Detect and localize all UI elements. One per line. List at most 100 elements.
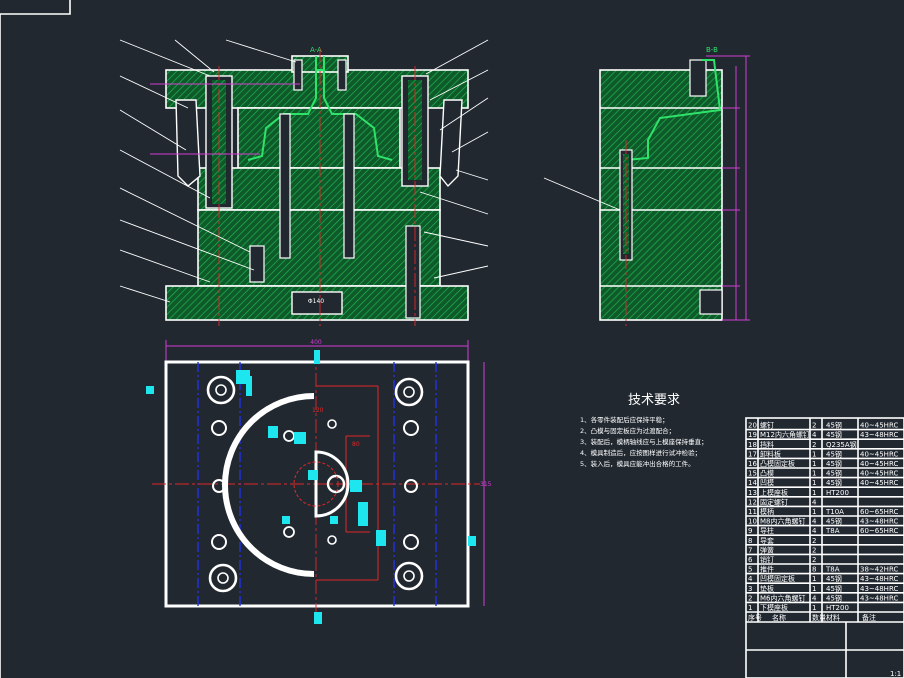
parts-cell-qty: 1	[812, 489, 816, 497]
parts-cell-qty: 1	[812, 575, 816, 583]
parts-cell-name: 凹模	[760, 478, 774, 487]
parts-cell-mat: T10A	[825, 508, 844, 516]
parts-cell-qty: 2	[812, 422, 816, 430]
parts-cell-note: 43~48HRC	[860, 585, 898, 593]
parts-cell-no: 16	[748, 460, 757, 468]
parts-cell-no: 12	[748, 498, 757, 506]
parts-cell-qty: 1	[812, 450, 816, 458]
drawing-scale: 1:1	[890, 670, 901, 678]
parts-cell-qty: 4	[812, 431, 817, 439]
parts-cell-no: 1	[748, 604, 752, 612]
section-main-label: A-A	[310, 46, 322, 54]
parts-cell-qty: 1	[812, 470, 816, 478]
parts-cell-qty: 1	[812, 479, 816, 487]
parts-cell-note: 60~65HRC	[860, 527, 898, 535]
parts-cell-mat: 45钢	[826, 593, 842, 602]
parts-cell-name: 凸模固定板	[760, 459, 795, 468]
parts-cell-qty: 4	[812, 594, 817, 602]
section-view-b-b: B-B	[543, 46, 750, 326]
parts-cell-qty: 2	[812, 441, 816, 449]
parts-cell-qty: 4	[812, 498, 817, 506]
header-mat: 材料	[826, 613, 840, 622]
section-view-a-a: A-A Φ140	[119, 39, 489, 326]
plan-mid-dim: 120	[312, 407, 324, 414]
parts-cell-mat: 45钢	[826, 430, 842, 439]
parts-cell-name: 凹模固定板	[760, 574, 795, 583]
parts-cell-name: 下模座板	[760, 603, 788, 612]
parts-cell-note: 43~48HRC	[860, 594, 898, 602]
header-qty: 数量	[812, 613, 826, 622]
parts-cell-mat: 45钢	[826, 459, 842, 468]
parts-cell-name: 卸料板	[760, 449, 781, 458]
plan-depth-dim: 315	[480, 481, 492, 488]
parts-cell-no: 6	[748, 556, 753, 564]
parts-cell-mat: HT200	[826, 489, 849, 497]
parts-cell-no: 8	[748, 537, 752, 545]
parts-cell-note: 43~48HRC	[860, 431, 898, 439]
parts-cell-no: 5	[748, 566, 752, 574]
tech-req-item: 2、凸模与固定板应为过渡配合；	[580, 426, 675, 435]
parts-cell-name: M8内六角螺钉	[760, 517, 806, 526]
technical-requirements: 技术要求 1、各零件装配后应保持平稳； 2、凸模与固定板应为过渡配合； 3、装配…	[580, 393, 708, 468]
header-note: 备注	[862, 613, 876, 622]
tech-req-title: 技术要求	[628, 393, 680, 408]
parts-cell-mat: 45钢	[826, 469, 842, 478]
parts-cell-note: 40~45HRC	[860, 470, 898, 478]
parts-cell-mat: Q235A钢	[826, 440, 857, 449]
parts-cell-mat: 45钢	[826, 449, 842, 458]
parts-cell-note: 43~48HRC	[860, 575, 898, 583]
parts-cell-note: 40~45HRC	[860, 460, 898, 468]
parts-cell-name: 模柄	[760, 507, 774, 516]
parts-cell-qty: 4	[812, 518, 817, 526]
tech-req-item: 5、装入后，模具应能冲出合格的工件。	[580, 459, 695, 468]
parts-cell-mat: HT200	[826, 604, 849, 612]
parts-cell-no: 11	[748, 508, 757, 516]
parts-cell-name: 弹簧	[760, 545, 774, 554]
parts-cell-no: 19	[748, 431, 757, 439]
parts-cell-name: 导柱	[760, 526, 774, 535]
parts-cell-mat: 45钢	[826, 574, 842, 583]
section-side-label: B-B	[706, 46, 718, 54]
parts-cell-no: 9	[748, 527, 752, 535]
parts-cell-note: 40~45HRC	[860, 479, 898, 487]
cyan-markers	[146, 350, 476, 624]
parts-cell-qty: 4	[812, 527, 817, 535]
parts-cell-no: 17	[748, 450, 757, 458]
parts-cell-mat: 45钢	[826, 584, 842, 593]
parts-cell-note: 38~42HRC	[860, 566, 898, 574]
parts-cell-mat: 45钢	[826, 478, 842, 487]
parts-cell-qty: 8	[812, 566, 816, 574]
parts-cell-note: 60~65HRC	[860, 508, 898, 516]
parts-cell-mat: T8A	[825, 527, 840, 535]
parts-cell-qty: 1	[812, 508, 816, 516]
side-dimensions	[706, 55, 750, 321]
parts-cell-name: 导套	[760, 536, 774, 545]
parts-cell-no: 10	[748, 518, 757, 526]
parts-cell-mat: 45钢	[826, 421, 842, 430]
tech-req-item: 1、各零件装配后应保持平稳；	[580, 415, 669, 424]
parts-cell-note: 40~45HRC	[860, 450, 898, 458]
bottom-slot-dim: Φ140	[308, 298, 324, 305]
tech-req-item: 4、模具制造后，应按图样进行试冲检验；	[580, 448, 701, 457]
parts-cell-mat: T8A	[825, 566, 840, 574]
parts-cell-qty: 2	[812, 546, 816, 554]
parts-cell-name: 上模座板	[760, 488, 788, 497]
plan-inner-dim: 80	[352, 441, 360, 448]
parts-cell-name: 垫板	[760, 584, 774, 593]
plan-width-dim: 400	[310, 339, 322, 346]
parts-cell-no: 18	[748, 441, 757, 449]
parts-cell-no: 15	[748, 470, 757, 478]
parts-cell-qty: 1	[812, 585, 816, 593]
leader-lines-right	[419, 39, 489, 279]
parts-cell-qty: 1	[812, 604, 816, 612]
sheet-corner-tab	[0, 0, 71, 678]
guide-holes	[206, 375, 424, 593]
parts-cell-name: M12内六角螺钉	[760, 430, 810, 439]
parts-cell-no: 7	[748, 546, 752, 554]
parts-cell-qty: 2	[812, 537, 816, 545]
parts-cell-no: 20	[748, 422, 757, 430]
parts-cell-no: 13	[748, 489, 757, 497]
parts-cell-no: 3	[748, 585, 752, 593]
tech-req-item: 3、装配后，模柄轴线应与上模座保持垂直；	[580, 437, 708, 446]
